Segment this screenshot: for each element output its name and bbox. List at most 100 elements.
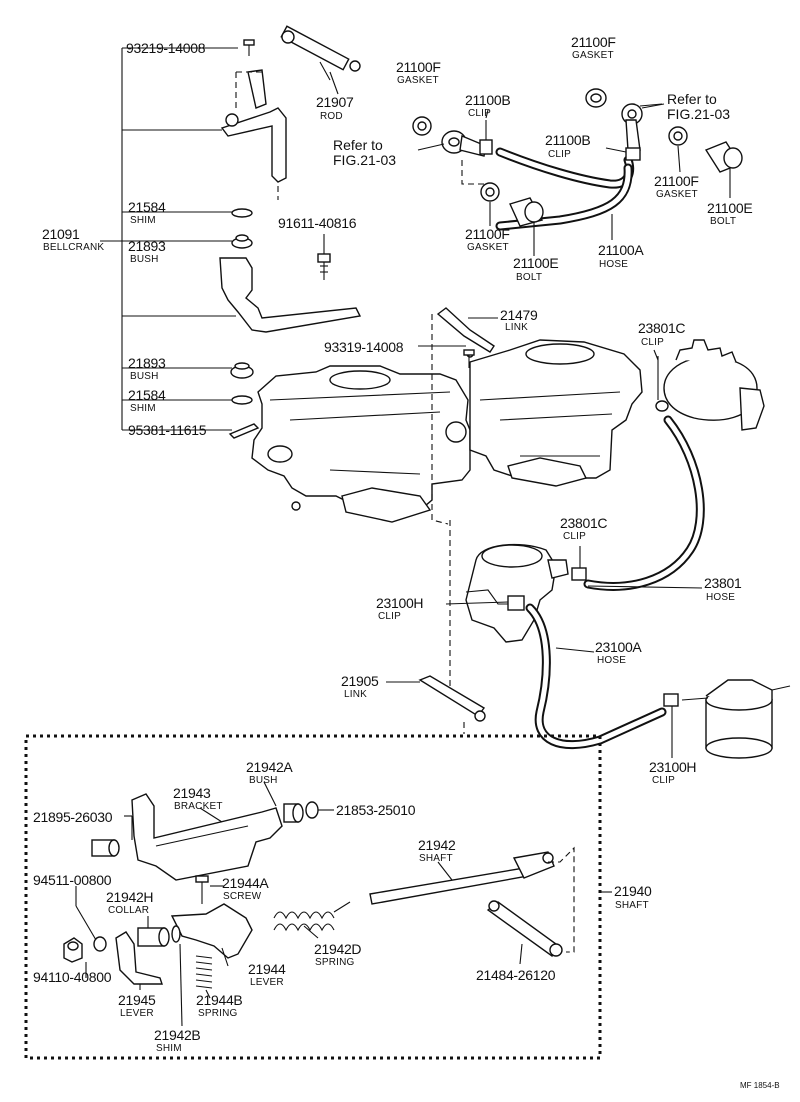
label-21893-a: 21893 bbox=[128, 238, 166, 254]
name-shim-c: SHIM bbox=[156, 1043, 182, 1054]
label-21091: 21091 bbox=[42, 226, 80, 242]
name-bracket: BRACKET bbox=[174, 801, 223, 812]
clip-23801C-top bbox=[655, 356, 669, 412]
label-23100H-b: 23100H bbox=[649, 759, 697, 775]
label-21100F-b: 21100F bbox=[571, 34, 616, 50]
name-bush-b: BUSH bbox=[130, 371, 159, 382]
label-91611-40816: 91611-40816 bbox=[278, 215, 357, 231]
bolt-91611 bbox=[317, 253, 331, 280]
fuel-hose-23100A bbox=[525, 603, 667, 750]
label-21940: 21940 bbox=[614, 883, 652, 899]
leader-lines bbox=[75, 61, 731, 1027]
label-23100A: 23100A bbox=[595, 639, 642, 655]
label-21584-b: 21584 bbox=[128, 387, 166, 403]
clip-23100H-lower bbox=[663, 693, 679, 707]
name-clip-e: CLIP bbox=[378, 611, 402, 622]
bush-21893-top bbox=[231, 234, 253, 249]
label-21942B: 21942B bbox=[154, 1027, 201, 1043]
name-hose-b: HOSE bbox=[706, 592, 736, 603]
label-21907: 21907 bbox=[316, 94, 354, 110]
name-gasket-b: GASKET bbox=[572, 50, 614, 61]
shim-21942B bbox=[171, 925, 181, 943]
refer-to-fig-right: Refer to FIG.21-03 bbox=[667, 91, 731, 122]
name-shim-b: SHIM bbox=[130, 403, 156, 414]
lever-21945 bbox=[115, 931, 163, 985]
label-21945: 21945 bbox=[118, 992, 156, 1008]
bellcrank-bracket bbox=[219, 257, 362, 333]
fuel-hose-21100A bbox=[495, 147, 635, 231]
shaft-21942 bbox=[369, 846, 575, 953]
name-gasket-a: GASKET bbox=[397, 75, 439, 86]
name-bellcrank: BELLCRANK bbox=[43, 242, 105, 253]
shim-21584-top bbox=[231, 208, 253, 218]
label-21895-26030: 21895-26030 bbox=[33, 809, 113, 825]
name-rod: ROD bbox=[320, 111, 343, 122]
name-shaft-a: SHAFT bbox=[419, 853, 453, 864]
screw-93219 bbox=[243, 39, 255, 56]
label-21100B-a: 21100B bbox=[465, 92, 511, 108]
name-bush-a: BUSH bbox=[130, 254, 159, 265]
bush-21942A bbox=[283, 803, 304, 823]
lever-21944 bbox=[170, 903, 253, 959]
carburetor bbox=[251, 339, 643, 523]
label-21853-25010: 21853-25010 bbox=[336, 802, 416, 818]
name-clip-b: CLIP bbox=[548, 149, 572, 160]
name-bolt-a: BOLT bbox=[710, 216, 737, 227]
washer-94511 bbox=[93, 936, 107, 952]
fuel-pump bbox=[465, 543, 569, 643]
bellcrank-lever bbox=[220, 69, 287, 200]
label-21943: 21943 bbox=[173, 785, 211, 801]
name-collar: COLLAR bbox=[108, 905, 150, 916]
label-23100H-a: 23100H bbox=[376, 595, 424, 611]
union-fitting-right bbox=[621, 103, 665, 151]
nut-94110 bbox=[63, 937, 83, 963]
label-95381-11615: 95381-11615 bbox=[128, 422, 207, 438]
link-21905 bbox=[418, 520, 486, 734]
union-fitting-left bbox=[441, 130, 487, 157]
bush-21895 bbox=[91, 839, 120, 857]
link-21484 bbox=[486, 900, 563, 958]
label-21942H: 21942H bbox=[106, 889, 154, 905]
label-21100E-a: 21100E bbox=[707, 200, 753, 216]
label-94511-00800: 94511-00800 bbox=[33, 872, 112, 888]
label-23801C-a: 23801C bbox=[638, 320, 686, 336]
bolt-21100E-right bbox=[704, 141, 743, 173]
label-21484-26120: 21484-26120 bbox=[476, 967, 556, 983]
name-hose-a: HOSE bbox=[599, 259, 629, 270]
clip-23801C-lower bbox=[571, 567, 587, 581]
label-21944: 21944 bbox=[248, 961, 286, 977]
distributor bbox=[663, 339, 765, 431]
figure-code: MF 1854-B bbox=[740, 1081, 780, 1090]
label-21100F-c: 21100F bbox=[654, 173, 699, 189]
label-21100E-b: 21100E bbox=[513, 255, 559, 271]
name-lever-a: LEVER bbox=[250, 977, 284, 988]
name-gasket-c: GASKET bbox=[656, 189, 698, 200]
label-93319-14008: 93319-14008 bbox=[324, 339, 404, 355]
rod-21907 bbox=[280, 25, 361, 95]
name-clip-c: CLIP bbox=[641, 337, 665, 348]
label-93219-14008: 93219-14008 bbox=[126, 40, 206, 56]
fuel-filter bbox=[681, 679, 791, 759]
label-21944B: 21944B bbox=[196, 992, 243, 1008]
spring-21942D bbox=[273, 901, 351, 932]
cotter-pin-95381 bbox=[228, 423, 260, 439]
label-21100B-b: 21100B bbox=[545, 132, 591, 148]
label-94110-40800: 94110-40800 bbox=[33, 969, 112, 985]
name-gasket-d: GASKET bbox=[467, 242, 509, 253]
bracket-21943 bbox=[131, 793, 283, 881]
label-23801C-b: 23801C bbox=[560, 515, 608, 531]
bellcrank-group-bracket bbox=[100, 47, 238, 431]
label-21944A: 21944A bbox=[222, 875, 269, 891]
name-link-b: LINK bbox=[344, 689, 368, 700]
label-21479: 21479 bbox=[500, 307, 538, 323]
label-21100F-d: 21100F bbox=[465, 226, 510, 242]
name-link-a: LINK bbox=[505, 322, 529, 333]
label-21942A: 21942A bbox=[246, 759, 293, 775]
name-hose-c: HOSE bbox=[597, 655, 627, 666]
name-bolt-b: BOLT bbox=[516, 272, 543, 283]
label-21942D: 21942D bbox=[314, 941, 362, 957]
name-screw: SCREW bbox=[223, 891, 262, 902]
name-spring-b: SPRING bbox=[198, 1008, 238, 1019]
bush-21893-lower bbox=[230, 362, 254, 379]
name-bush-c: BUSH bbox=[249, 775, 278, 786]
